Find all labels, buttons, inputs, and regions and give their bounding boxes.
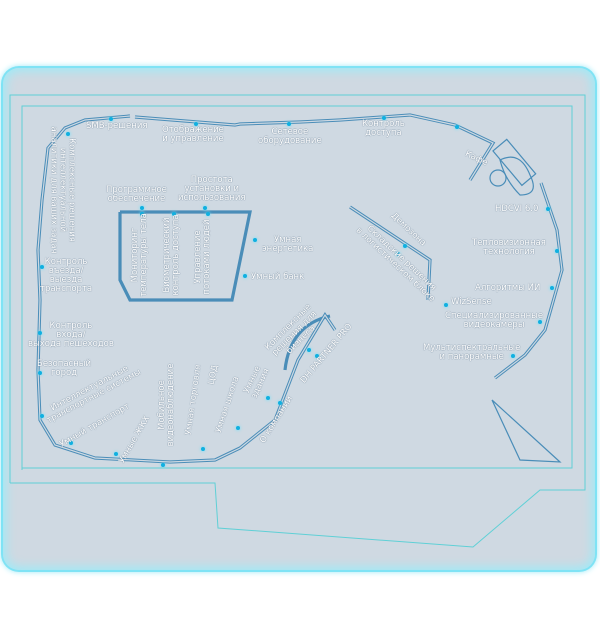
booth-outline [9, 94, 586, 548]
zone-marker [66, 132, 70, 136]
label-bank: Умный банк [251, 272, 305, 282]
zone-marker [382, 116, 386, 120]
zone-marker [444, 303, 448, 307]
zone-marker [455, 125, 459, 129]
zone-marker [194, 122, 198, 126]
zone-marker [236, 426, 240, 430]
zone-marker [287, 122, 291, 126]
floor-plan-panel [3, 68, 595, 570]
zone-marker [253, 238, 257, 242]
zone-marker [315, 354, 319, 358]
zone-marker [307, 348, 311, 352]
zone-marker [172, 212, 176, 216]
zone-marker [278, 401, 282, 405]
zone-marker [546, 207, 550, 211]
zone-marker [555, 249, 559, 253]
zone-marker [140, 206, 144, 210]
zone-marker [140, 212, 144, 216]
zone-marker [538, 320, 542, 324]
zone-marker [40, 414, 44, 418]
label-ai: Алгоритмы ИИ [475, 283, 541, 293]
zone-marker [38, 331, 42, 335]
cafe-furniture [489, 138, 562, 463]
zone-marker [403, 244, 407, 248]
zone-marker [201, 447, 205, 451]
zone-marker [396, 252, 400, 256]
zone-marker [243, 274, 247, 278]
zone-marker [40, 265, 44, 269]
zone-marker [206, 212, 210, 216]
zone-marker [109, 117, 113, 121]
zone-marker [203, 206, 207, 210]
label-hdcvi: HDCVI 6.0 [495, 204, 539, 214]
zone-marker [550, 286, 554, 290]
zone-marker [38, 371, 42, 375]
label-wizsense: WizSense [451, 297, 492, 307]
zone-marker [69, 441, 73, 445]
zone-marker [161, 463, 165, 467]
label-smb: SMB-решения [86, 121, 148, 131]
zone-marker [266, 396, 270, 400]
zone-marker [114, 452, 118, 456]
zone-marker [511, 354, 515, 358]
